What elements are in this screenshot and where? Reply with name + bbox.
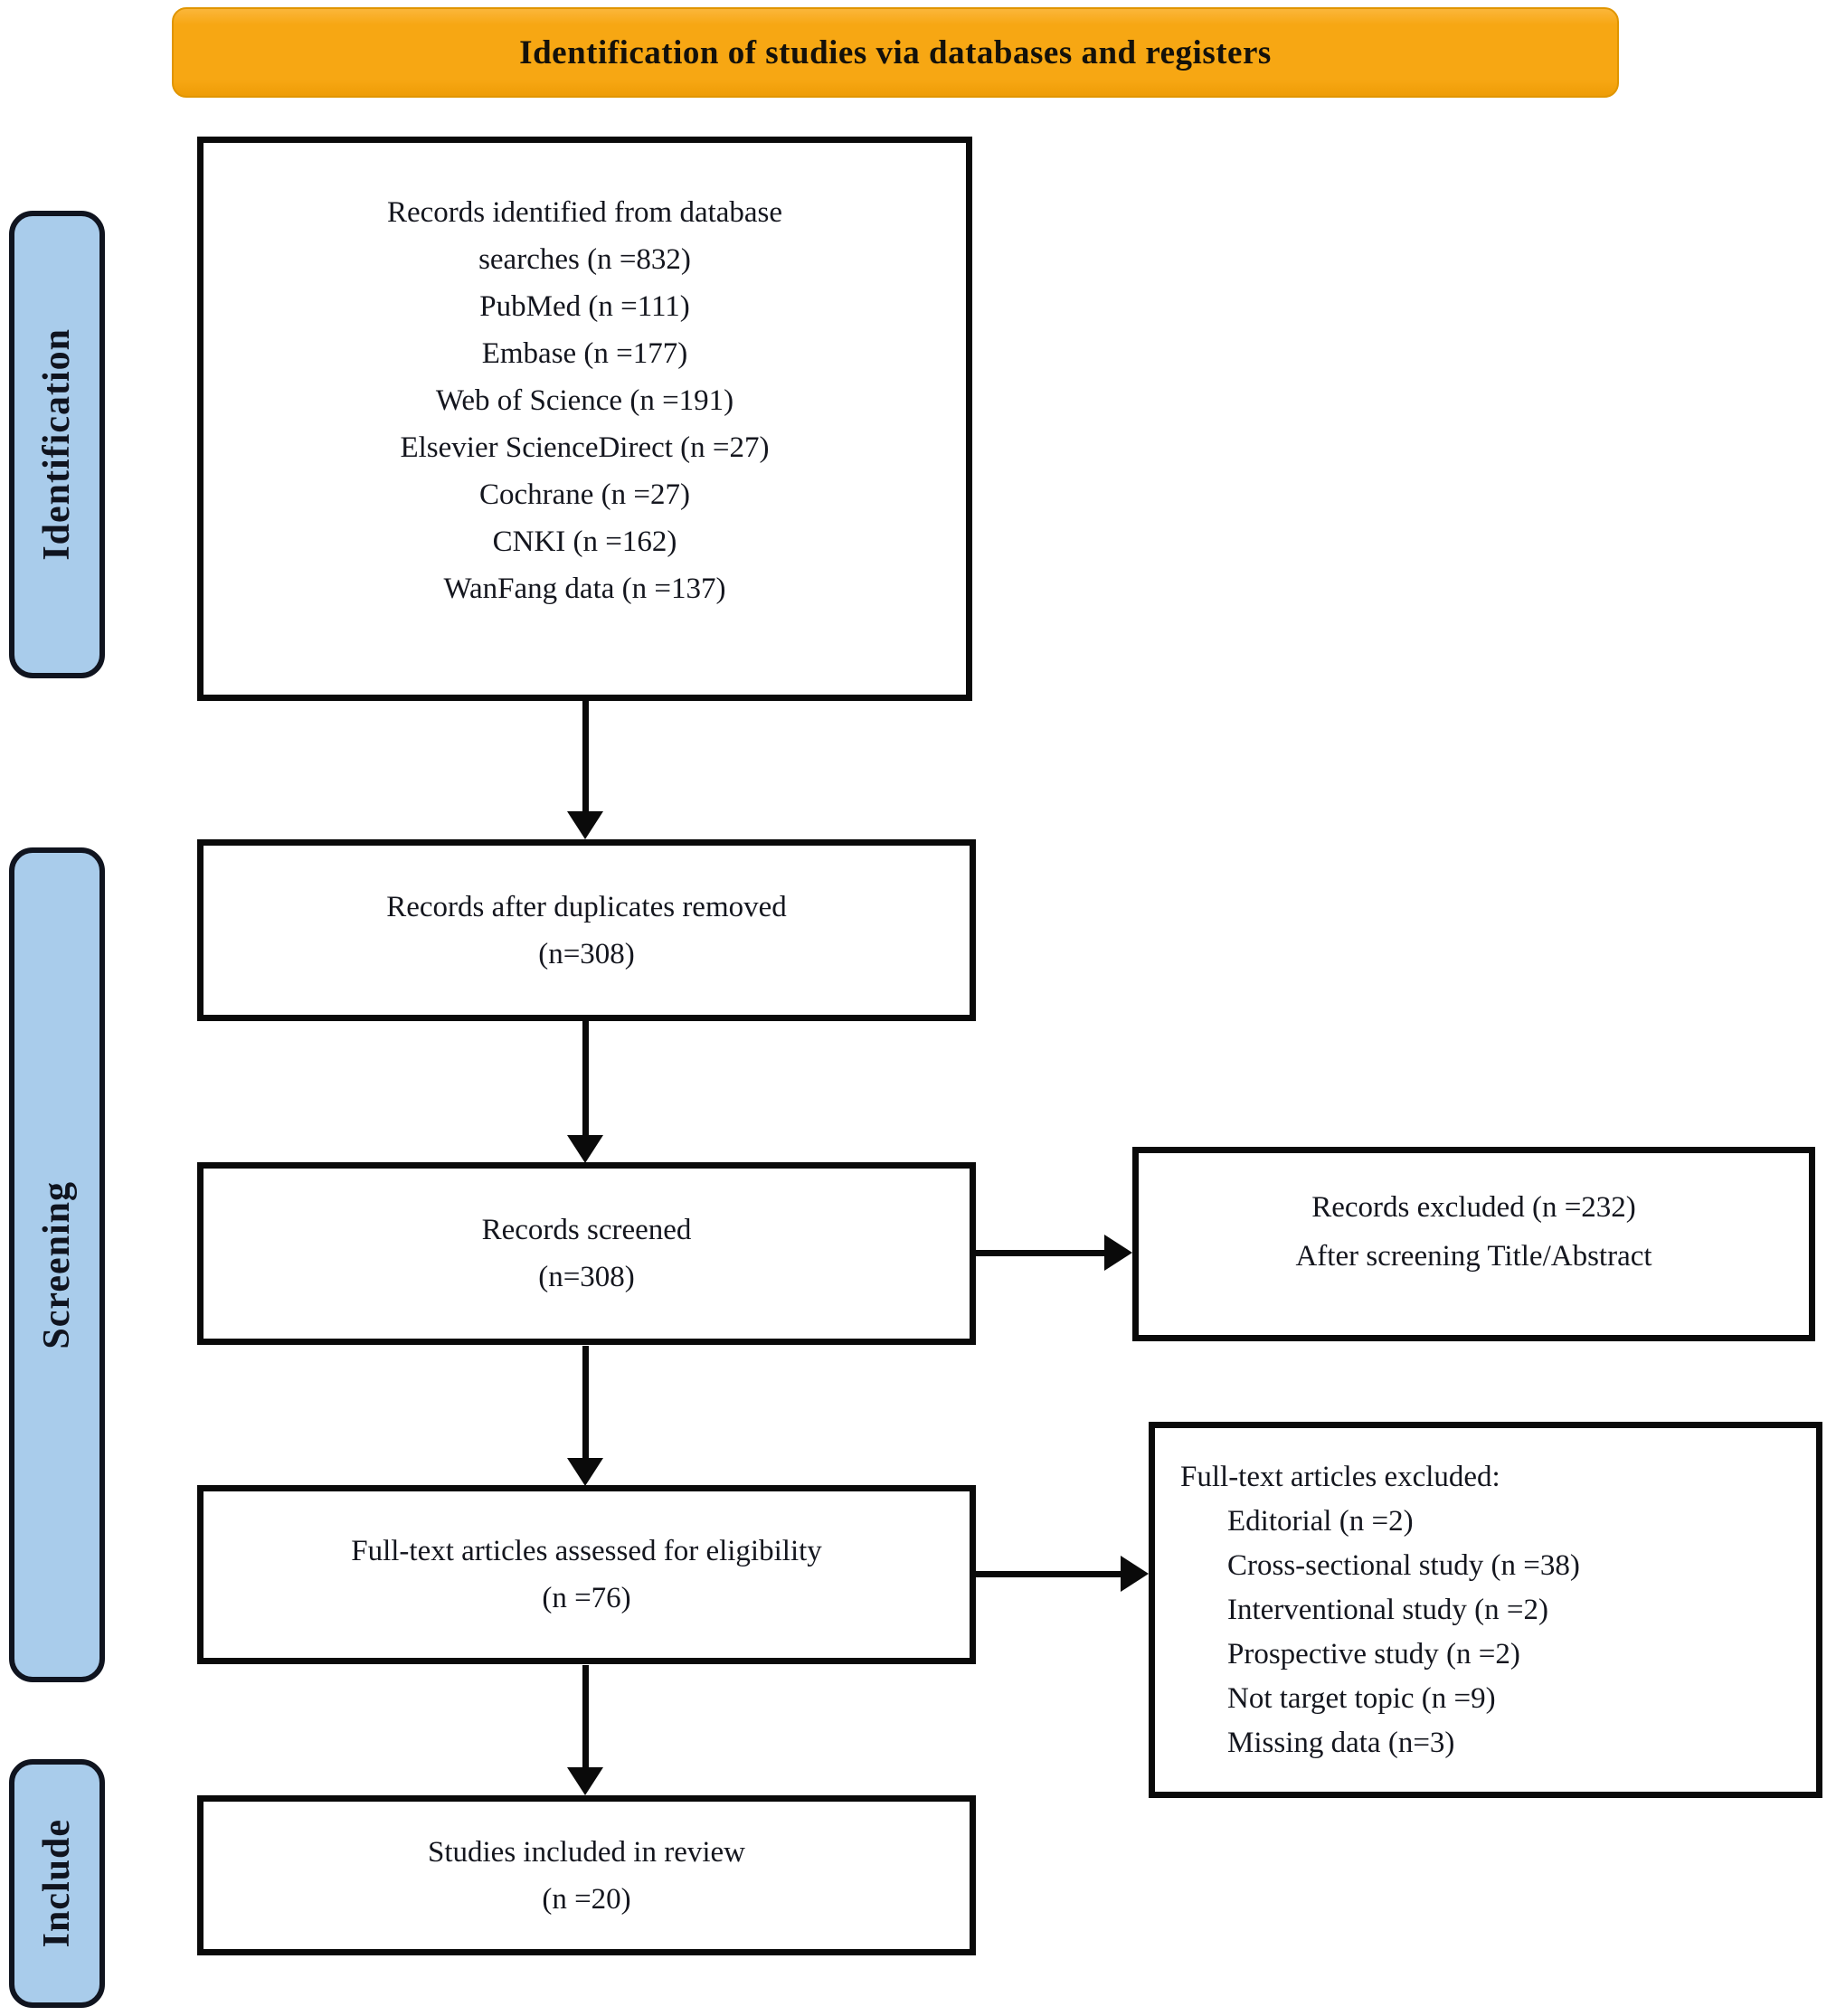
stage-label-include-text: Include: [36, 1819, 78, 1948]
stage-label-identification-text: Identification: [36, 328, 78, 561]
box-records-identified-line: PubMed (n =111): [479, 290, 690, 323]
box-records-screened-count: (n=308): [538, 1261, 635, 1293]
box-fulltext-excluded-item: Cross-sectional study (n =38): [1227, 1548, 1580, 1582]
box-records-screened: Records screened (n=308): [197, 1162, 976, 1345]
box-fulltext-assessed-count: (n =76): [542, 1582, 631, 1614]
box-records-identified-line: Embase (n =177): [481, 337, 688, 370]
arrow-fulltext-to-excluded-shaft: [976, 1571, 1121, 1577]
stage-label-screening-text: Screening: [36, 1180, 78, 1349]
box-duplicates-removed-line: Records after duplicates removed: [386, 890, 787, 923]
arrow-screened-to-excluded-head: [1104, 1235, 1132, 1271]
box-fulltext-excluded: Full-text articles excluded: Editorial (…: [1149, 1422, 1822, 1798]
box-studies-included-line: Studies included in review: [427, 1835, 745, 1869]
box-records-identified-line: WanFang data (n =137): [443, 573, 726, 605]
box-records-identified-line: Elsevier ScienceDirect (n =27): [400, 431, 770, 464]
box-fulltext-excluded-item: Editorial (n =2): [1227, 1504, 1414, 1538]
box-fulltext-excluded-item: Not target topic (n =9): [1227, 1681, 1496, 1715]
arrow-fulltext-to-included-shaft: [582, 1665, 589, 1768]
banner-title: Identification of studies via databases …: [519, 33, 1272, 71]
box-records-identified: Records identified from database searche…: [197, 137, 972, 701]
stage-label-include: Include: [9, 1759, 105, 2008]
arrow-screened-to-fulltext-shaft: [582, 1346, 589, 1459]
arrow-fulltext-to-excluded-head: [1121, 1556, 1149, 1592]
box-fulltext-assessed: Full-text articles assessed for eligibil…: [197, 1485, 976, 1664]
box-fulltext-assessed-line: Full-text articles assessed for eligibil…: [351, 1535, 822, 1567]
box-records-identified-line: Records identified from database: [386, 196, 783, 229]
box-records-identified-line: CNKI (n =162): [492, 525, 677, 558]
arrow-identified-to-duplicates-head: [567, 811, 603, 839]
box-records-identified-line: Web of Science (n =191): [435, 384, 734, 417]
box-fulltext-excluded-item: Missing data (n=3): [1227, 1726, 1455, 1759]
stage-label-screening: Screening: [9, 847, 105, 1682]
box-duplicates-removed: Records after duplicates removed (n=308): [197, 839, 976, 1021]
box-fulltext-excluded-item: Prospective study (n =2): [1227, 1637, 1520, 1671]
box-duplicates-removed-count: (n=308): [538, 937, 635, 970]
box-fulltext-excluded-item: Interventional study (n =2): [1227, 1593, 1548, 1626]
arrow-screened-to-fulltext-head: [567, 1458, 603, 1486]
arrow-duplicates-to-screened-shaft: [582, 1021, 589, 1136]
arrow-fulltext-to-included-head: [567, 1767, 603, 1795]
box-records-excluded-line: Records excluded (n =232): [1311, 1190, 1636, 1224]
box-studies-included: Studies included in review (n =20): [197, 1795, 976, 1955]
stage-label-identification: Identification: [9, 211, 105, 678]
box-records-identified-line: Cochrane (n =27): [478, 478, 691, 511]
box-records-screened-line: Records screened: [481, 1214, 692, 1246]
banner: Identification of studies via databases …: [172, 7, 1619, 98]
box-records-identified-line: searches (n =832): [478, 243, 691, 276]
box-records-excluded: Records excluded (n =232) After screenin…: [1132, 1147, 1815, 1341]
arrow-duplicates-to-screened-head: [567, 1135, 603, 1163]
box-studies-included-count: (n =20): [542, 1882, 631, 1916]
arrow-screened-to-excluded-shaft: [976, 1250, 1105, 1256]
box-records-excluded-line: After screening Title/Abstract: [1295, 1239, 1652, 1273]
arrow-identified-to-duplicates-shaft: [582, 701, 589, 812]
box-fulltext-excluded-header: Full-text articles excluded:: [1180, 1460, 1500, 1493]
